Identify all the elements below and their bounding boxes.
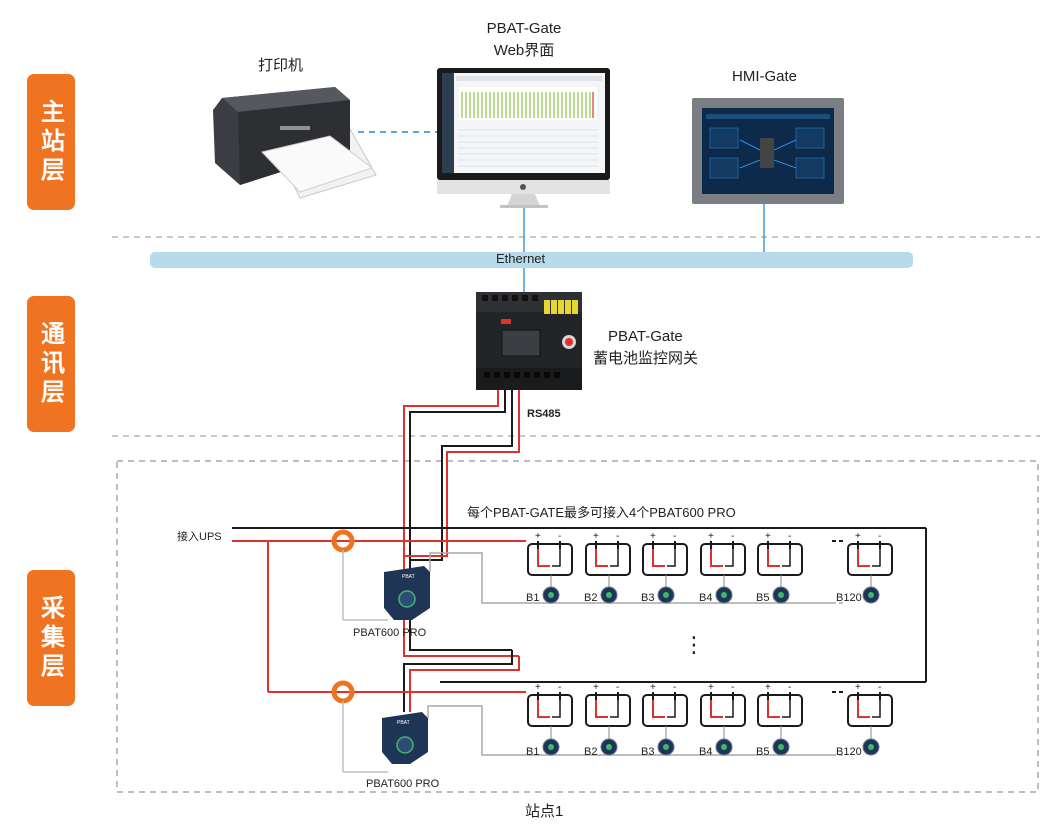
polarity-minus: - [878, 531, 881, 542]
battery-cell: +- [847, 531, 893, 604]
polarity-plus: + [708, 531, 714, 542]
continuation-dots: ⋮ [683, 632, 705, 657]
web-label-line1: PBAT-Gate [486, 20, 562, 37]
battery-label: B4 [699, 592, 712, 604]
battery-label: B3 [641, 592, 654, 604]
battery-cell: +- [847, 682, 893, 756]
polarity-plus: + [535, 531, 541, 542]
ups-bus-bottom [268, 681, 926, 693]
battery-cell: +- [757, 682, 803, 756]
polarity-plus: + [765, 531, 771, 542]
layer-label-acquisition: 采集层 [36, 594, 65, 682]
gateway-label-line2: 蓄电池监控网关 [593, 350, 699, 367]
layer-label-master: 主站层 [36, 98, 65, 186]
polarity-plus: + [535, 682, 541, 693]
ups-label: 接入UPS [177, 531, 222, 543]
hmi-panel-icon [692, 98, 844, 204]
battery-label: B5 [756, 746, 769, 758]
polarity-plus: + [650, 682, 656, 693]
pbat600-top-icon: PBAT [384, 566, 430, 620]
polarity-plus: + [765, 682, 771, 693]
ups-bus-top [232, 527, 926, 542]
battery-label: B1 [526, 746, 539, 758]
current-sensor-bottom-icon [331, 680, 388, 773]
battery-cell: +- [585, 531, 631, 604]
svg-text:PBAT: PBAT [397, 720, 410, 726]
sense-cable-top [429, 552, 527, 604]
polarity-minus: - [731, 531, 734, 542]
max-connect-note: 每个PBAT-GATE最多可接入4个PBAT600 PRO [467, 505, 736, 520]
layer-tab-acquisition: 采集层 [27, 570, 75, 706]
layer-tab-comm: 通讯层 [27, 296, 75, 432]
ethernet-label: Ethernet [496, 251, 546, 266]
battery-cell: +- [642, 682, 688, 756]
polarity-minus: - [788, 531, 791, 542]
pbat600-bottom-icon: PBAT [382, 712, 428, 764]
battery-strings: +-+-+-+-+-+-+-+-+-+-+-+- [527, 531, 893, 756]
rs485-wiring [403, 390, 520, 712]
battery-label: B3 [641, 746, 654, 758]
hmi-label: HMI-Gate [732, 68, 798, 85]
polarity-plus: + [855, 682, 861, 693]
current-sensor-top-icon [331, 529, 388, 621]
polarity-minus: - [558, 682, 561, 693]
polarity-plus: + [708, 682, 714, 693]
battery-cell: +- [642, 531, 688, 604]
battery-label: B2 [584, 746, 597, 758]
svg-text:PBAT: PBAT [402, 574, 415, 580]
pbat600-top-label: PBAT600 PRO [353, 627, 427, 639]
printer-icon [213, 87, 377, 199]
polarity-plus: + [855, 531, 861, 542]
polarity-minus: - [788, 682, 791, 693]
web-label-line2: Web界面 [493, 42, 555, 59]
polarity-minus: - [878, 682, 881, 693]
polarity-minus: - [616, 531, 619, 542]
layer-tab-master: 主站层 [27, 74, 75, 210]
polarity-plus: + [593, 531, 599, 542]
web-monitor-icon [437, 68, 610, 208]
polarity-minus: - [731, 682, 734, 693]
battery-label: B2 [584, 592, 597, 604]
battery-label: B1 [526, 592, 539, 604]
printer-label: 打印机 [258, 57, 304, 74]
polarity-minus: - [673, 682, 676, 693]
battery-label: B120 [836, 746, 862, 758]
polarity-plus: + [650, 531, 656, 542]
battery-cell: +- [700, 531, 746, 604]
battery-cell: +- [527, 682, 573, 756]
polarity-minus: - [616, 682, 619, 693]
gateway-device-icon [476, 292, 582, 390]
rs485-label: RS485 [527, 408, 561, 420]
battery-label: B120 [836, 592, 862, 604]
pbat600-bottom-label: PBAT600 PRO [366, 778, 440, 790]
battery-label: B5 [756, 592, 769, 604]
battery-cell: +- [757, 531, 803, 604]
battery-label: B4 [699, 746, 712, 758]
battery-cell: +- [527, 531, 573, 604]
polarity-minus: - [558, 531, 561, 542]
gateway-label-line1: PBAT-Gate [608, 328, 683, 345]
ethernet-bar [150, 252, 913, 268]
battery-cell: +- [585, 682, 631, 756]
polarity-minus: - [673, 531, 676, 542]
battery-cell: +- [700, 682, 746, 756]
polarity-plus: + [593, 682, 599, 693]
layer-label-comm: 通讯层 [36, 320, 65, 408]
site-label: 站点1 [525, 803, 564, 820]
sense-cable-bottom [427, 705, 527, 756]
